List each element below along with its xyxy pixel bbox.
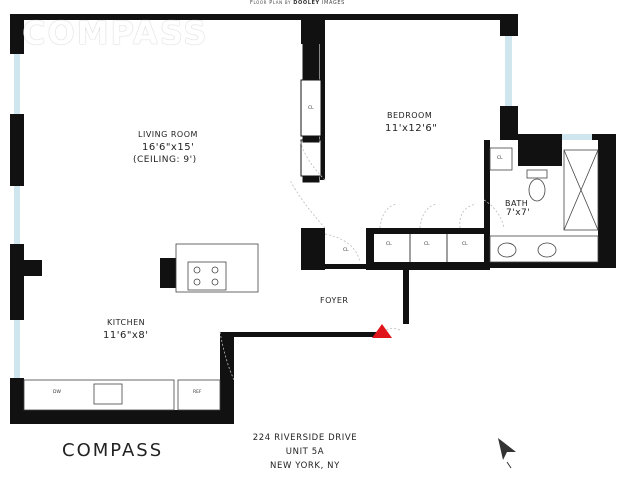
living-closets <box>300 35 322 183</box>
wall-closet-mid <box>366 228 374 270</box>
compass-logo: COMPASS <box>62 440 164 461</box>
closet-label-4: CL <box>424 242 430 247</box>
wall-bath-top <box>500 134 616 140</box>
windows <box>10 36 592 378</box>
wall-bottom-kitchen <box>10 410 234 424</box>
credit-prefix: Floor Plan by <box>250 0 292 6</box>
bath-name: BATH <box>505 199 529 208</box>
north-arrow <box>498 438 516 469</box>
address-line-1: 224 RIVERSIDE DRIVE <box>252 433 358 443</box>
entry-marker <box>372 324 392 338</box>
address-line-2: UNIT 5A <box>285 447 325 457</box>
living-room-name: LIVING ROOM <box>138 130 198 139</box>
closet-label-1: CL <box>308 106 314 111</box>
kitchen-dim: 11'6"x8' <box>103 330 149 341</box>
credit-suffix: IMAGES <box>321 0 345 6</box>
bath-fixtures <box>489 147 599 263</box>
wall-kitchen-stub <box>160 258 176 288</box>
kitchen-name: KITCHEN <box>107 318 146 327</box>
closet-label-2: CL <box>343 248 349 253</box>
wall-bath-bottom <box>490 262 616 268</box>
window-bath <box>562 134 592 140</box>
credit-brand: DOOLEY <box>293 0 320 6</box>
wall-bath-right <box>598 134 616 268</box>
wall-top <box>10 14 518 20</box>
wall-bath-left <box>484 140 490 268</box>
wall-kitchen-right <box>220 332 234 424</box>
wall-closet-bottom-left <box>320 264 370 269</box>
wall-closets-bottom <box>366 262 490 270</box>
wall-bedroom-left-2 <box>320 20 325 180</box>
wall-bedroom-bottom-b <box>368 228 484 234</box>
refrigerator-label: REF <box>193 390 202 395</box>
bedroom-name: BEDROOM <box>387 111 433 120</box>
walls <box>10 14 616 424</box>
wall-foyer-bottom <box>220 332 383 337</box>
floor-plan-credit: Floor Plan by DOOLEY IMAGES <box>250 0 345 6</box>
closet-label-6: CL <box>497 156 503 161</box>
dishwasher-label: DW <box>53 390 61 395</box>
bath-dim: 7'x7' <box>506 208 531 218</box>
wall-closet-left <box>301 228 325 270</box>
bedroom-closets <box>409 234 448 262</box>
living-room-ceiling: (CEILING: 9') <box>133 155 197 165</box>
compass-watermark: COMPASS <box>22 14 209 52</box>
bedroom-dim: 11'x12'6" <box>385 123 438 134</box>
wall-bath-inner <box>518 140 562 166</box>
closet-label-5: CL <box>462 242 468 247</box>
address-line-3: NEW YORK, NY <box>270 461 340 471</box>
closet-label-3: CL <box>386 242 392 247</box>
foyer-name: FOYER <box>320 296 349 305</box>
wall-stub-living <box>22 260 42 276</box>
living-room-dim: 16'6"x15' <box>142 142 195 153</box>
range-burners <box>193 266 219 286</box>
door-swings <box>219 139 505 381</box>
wall-foyer-right <box>403 264 409 324</box>
